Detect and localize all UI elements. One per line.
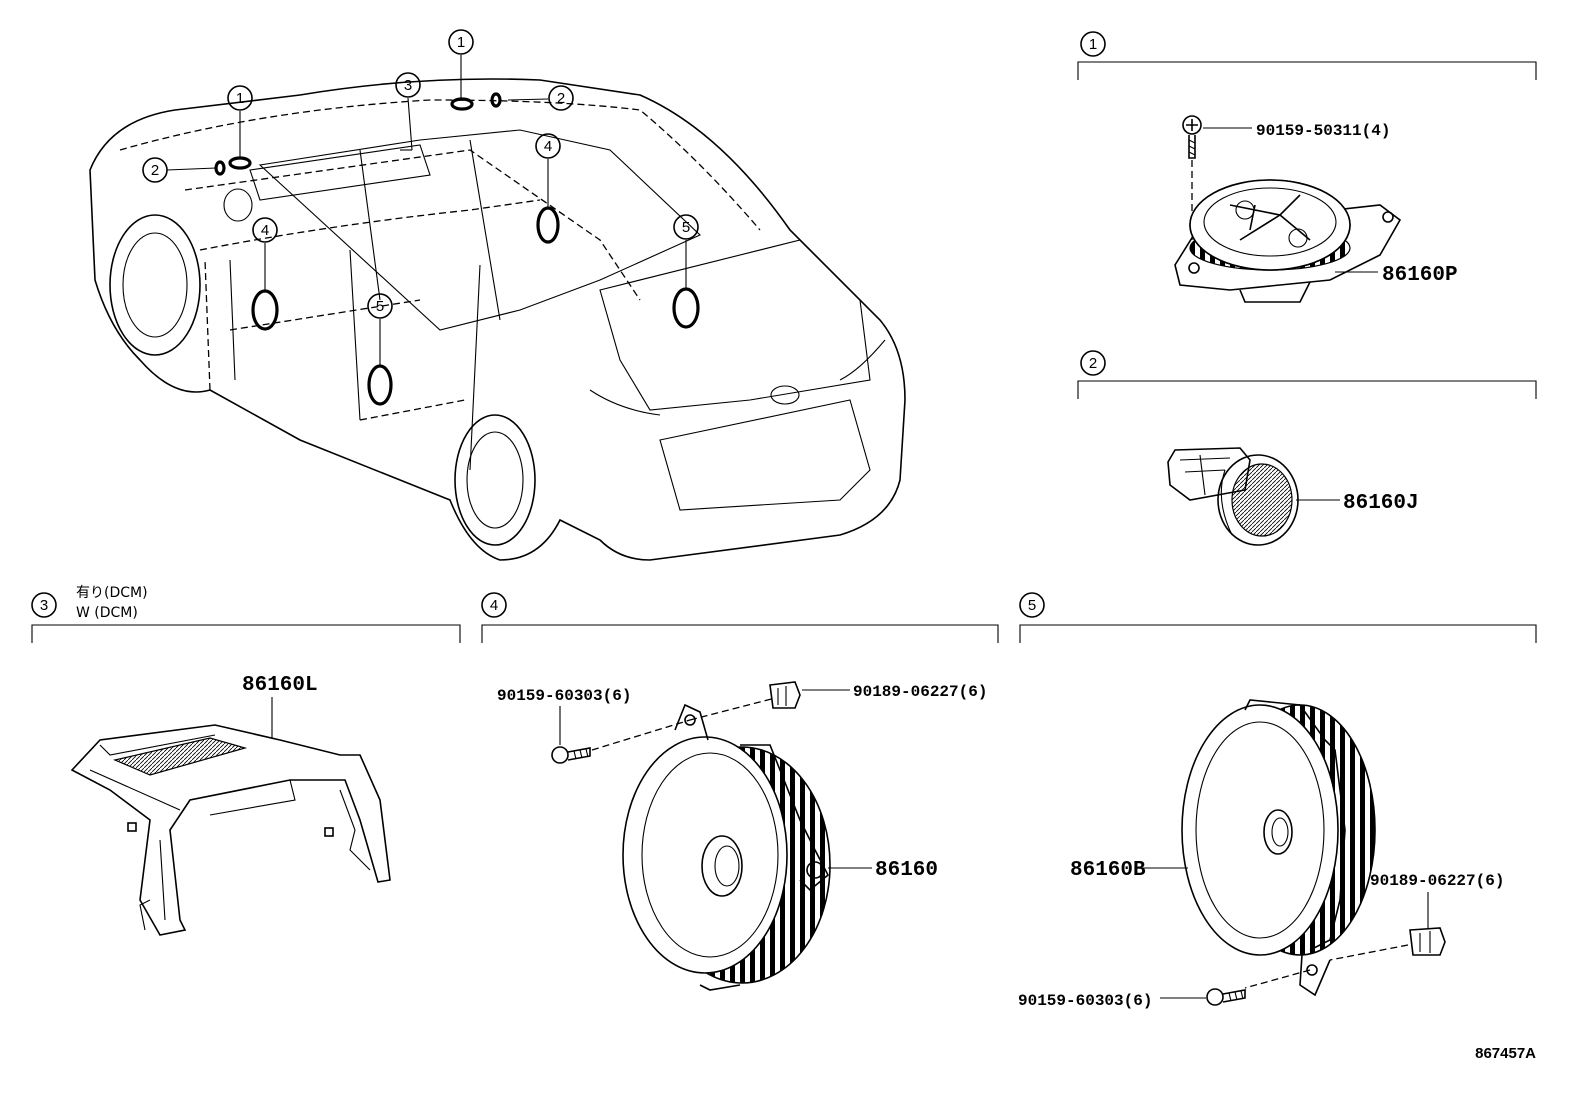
part-label-90159-60303-s4: 90159-60303(6) (497, 687, 631, 705)
section-5-bracket (1019, 624, 1537, 643)
section-3-bracket (31, 624, 461, 643)
part-label-86160: 86160 (875, 859, 938, 882)
part-label-90189-06227-s5: 90189-06227(6) (1370, 872, 1504, 890)
part-label-86160b: 86160B (1070, 859, 1146, 882)
svg-text:1: 1 (236, 90, 244, 107)
part-label-86160p: 86160P (1382, 264, 1458, 287)
svg-text:5: 5 (682, 219, 690, 236)
svg-text:4: 4 (261, 222, 269, 239)
speaker-86160p-icon (1174, 179, 1402, 303)
callout-5-b: 5 (673, 214, 699, 240)
vehicle-overview (89, 55, 906, 561)
part-label-86160j: 86160J (1343, 492, 1419, 515)
speaker-86160-icon (622, 703, 831, 991)
svg-text:1: 1 (457, 34, 465, 51)
section-4-bracket (481, 624, 999, 643)
section-3-note-1: 有り(DCM) (76, 585, 148, 601)
callout-4-b: 4 (252, 217, 278, 243)
section-2: 2 86160J (1077, 350, 1537, 546)
speaker-86160b-icon (1181, 699, 1376, 997)
part-label-90189-06227-s4: 90189-06227(6) (853, 683, 987, 701)
section-4-marker: 4 (481, 592, 507, 618)
svg-text:2: 2 (557, 90, 565, 107)
section-4: 4 90159-60303(6) 90189-06227(6) (481, 592, 999, 991)
screw-90159-60303-s5-icon (1206, 988, 1246, 1006)
section-1: 1 90159-50311(4) 86160P (1077, 31, 1537, 303)
callout-2-b: 2 (548, 85, 574, 111)
clip-90189-06227-s5-icon (1409, 927, 1446, 956)
section-2-marker: 2 (1080, 350, 1106, 376)
callout-5-a: 5 (367, 293, 393, 319)
section-1-marker: 1 (1080, 31, 1106, 57)
svg-text:4: 4 (544, 138, 552, 155)
svg-text:3: 3 (40, 597, 48, 614)
bolt-90159-50311-icon (1182, 115, 1202, 159)
screw-90159-60303-s4-icon (551, 746, 591, 764)
section-2-bracket (1077, 380, 1537, 399)
svg-text:5: 5 (376, 298, 384, 315)
section-3-note-2: W (DCM) (76, 605, 138, 621)
diagram-reference-number: 867457A (1475, 1045, 1536, 1062)
section-3: 3 有り(DCM) W (DCM) 86160L (31, 585, 461, 936)
section-3-marker: 3 (31, 592, 57, 618)
svg-text:1: 1 (1089, 36, 1097, 53)
part-label-86160l: 86160L (242, 674, 318, 697)
svg-text:2: 2 (1089, 355, 1097, 372)
svg-text:5: 5 (1028, 597, 1036, 614)
svg-text:4: 4 (490, 597, 498, 614)
callout-3: 3 (395, 72, 421, 98)
clip-90189-06227-s4-icon (769, 681, 801, 709)
callout-1-a: 1 (227, 85, 253, 111)
svg-text:3: 3 (404, 77, 412, 94)
svg-text:2: 2 (151, 162, 159, 179)
section-1-bracket (1077, 61, 1537, 80)
section-5: 5 86160B 90189-06227(6) 90159-60303(6 (1018, 592, 1537, 1010)
callout-2-a: 2 (142, 157, 168, 183)
callout-1-b: 1 (448, 29, 474, 55)
part-label-90159-60303-s5: 90159-60303(6) (1018, 992, 1152, 1010)
part-label-90159-50311: 90159-50311(4) (1256, 122, 1390, 140)
callout-4-a: 4 (535, 133, 561, 159)
section-5-marker: 5 (1019, 592, 1045, 618)
overhead-speaker-86160l-icon (70, 724, 391, 936)
tweeter-86160j-icon (1167, 447, 1299, 546)
